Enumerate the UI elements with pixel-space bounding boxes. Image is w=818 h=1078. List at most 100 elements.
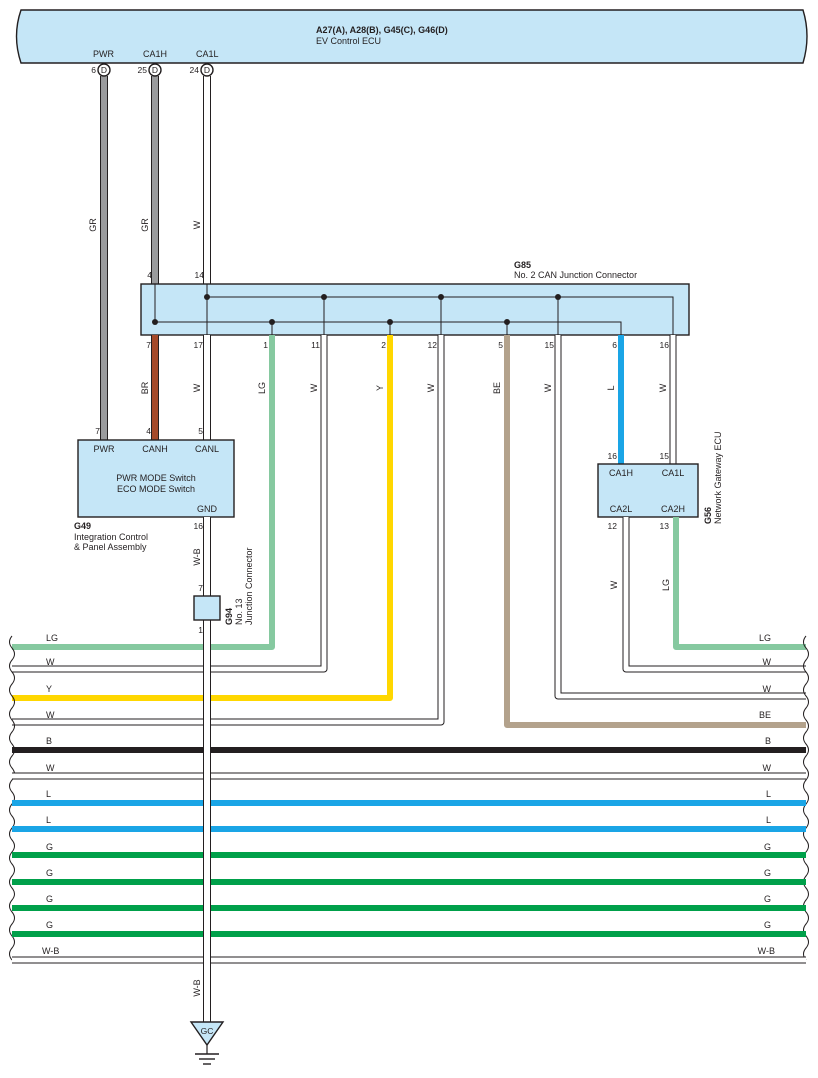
junction-g85: G85 No. 2 CAN Junction Connector 4 14: [140, 260, 690, 350]
harness-break-left: [9, 635, 15, 961]
pin-num-ca1l: 24: [190, 65, 200, 75]
bus-label-right: G: [764, 842, 771, 852]
g49-code: G49: [74, 521, 91, 531]
bus-label-left: Y: [46, 684, 52, 694]
g85-pin: 7: [146, 340, 151, 350]
wire-label-wb-bottom: W-B: [192, 979, 202, 996]
g56-terminal: CA2L: [610, 504, 633, 514]
g94-name-line1: No. 13: [234, 598, 244, 625]
ecu-ev-control-box: [15, 9, 808, 64]
bus-label-left: W-B: [42, 946, 59, 956]
g49-pin: 5: [198, 426, 203, 436]
pin-marker-ca1h: [148, 63, 162, 77]
g94-pin-bottom: 1: [198, 625, 203, 635]
bus-label-right: W: [763, 684, 772, 694]
bus-label-left: G: [46, 920, 53, 930]
bus-label-right: L: [766, 815, 771, 825]
ecu-terminal-pwr: PWR: [93, 49, 114, 59]
g49-name-line1: Integration Control: [74, 532, 148, 542]
ecu-ev-control-name: EV Control ECU: [316, 36, 381, 46]
wire-label: W: [309, 383, 319, 392]
wire-label-gr-1: GR: [88, 218, 98, 232]
g85-dot: [438, 294, 444, 300]
ecu-g49: 7 4 5 PWR CANH CANL PWR MODE Switch ECO …: [74, 426, 235, 552]
bus-label-right: W: [763, 763, 772, 773]
bus-label-right: B: [765, 736, 771, 746]
wire-label: W: [609, 580, 619, 589]
wire-label-w-1: W: [192, 220, 202, 229]
bus-label-right: LG: [759, 633, 771, 643]
wire-w-11: [12, 335, 327, 672]
wire-label: BE: [492, 382, 502, 394]
g56-pin: 15: [660, 451, 670, 461]
junction-g85-box: [140, 283, 690, 336]
bus-label-left: W: [46, 763, 55, 773]
ecu-terminal-ca1l: CA1L: [196, 49, 219, 59]
wires-mid-section: BR W LG W Y W BE W L W: [12, 335, 806, 728]
wire-label: L: [606, 385, 616, 390]
g85-pin: 6: [612, 340, 617, 350]
bus-label-left: LG: [46, 633, 58, 643]
g85-dot: [321, 294, 327, 300]
g85-pin: 16: [660, 340, 670, 350]
bus-label-right: W-B: [758, 946, 775, 956]
bus-label-right: BE: [759, 710, 771, 720]
wire-label: W: [426, 383, 436, 392]
g85-dot: [269, 319, 275, 325]
g85-pin: 12: [428, 340, 438, 350]
g85-dot: [204, 294, 210, 300]
pin-conn-ca1l: D: [204, 65, 210, 75]
bus-label-left: G: [46, 894, 53, 904]
g85-pin: 5: [498, 340, 503, 350]
wire-label: W: [192, 383, 202, 392]
wire-label: W: [658, 383, 668, 392]
junction-g94-box: [193, 595, 221, 621]
g56-name: Network Gateway ECU: [713, 431, 723, 524]
g94-name-line2: Junction Connector: [244, 547, 254, 625]
wire-be-5: [504, 335, 806, 728]
g49-name-line2: & Panel Assembly: [74, 542, 147, 552]
g49-terminal: CANH: [142, 444, 168, 454]
ecu-g49-box: [77, 439, 235, 518]
bus-label-right: G: [764, 920, 771, 930]
wire-w-12: [12, 335, 444, 725]
g85-junction-dots: [152, 294, 561, 325]
ecu-g56: 16 15 CA1H CA1L CA2L CA2H 12 13 G56 Netw…: [597, 431, 806, 673]
wire-label-gr-2: GR: [140, 218, 150, 232]
g49-pin: 7: [95, 426, 100, 436]
g49-terminal: PWR: [94, 444, 115, 454]
bus-label-left: W: [46, 657, 55, 667]
bus-label-left: L: [46, 815, 51, 825]
pin-num-pwr: 6: [91, 65, 96, 75]
bus-label-right: G: [764, 868, 771, 878]
ecu-terminal-ca1h: CA1H: [143, 49, 167, 59]
wire-label: Y: [375, 385, 385, 391]
wire-g56-lg: [673, 517, 806, 650]
ground-point-gc: [189, 1021, 225, 1047]
ground-code: GC: [201, 1026, 214, 1036]
g56-pin: 16: [608, 451, 618, 461]
g85-dot: [152, 319, 158, 325]
junction-g85-code: G85: [514, 260, 531, 270]
ecu-g56-box: [597, 463, 699, 518]
bus-harness: LG W Y W B W L L G G G G W-B LG W W BE B…: [9, 633, 809, 964]
pin-marker-pwr: [97, 63, 111, 77]
bus-label-left: B: [46, 736, 52, 746]
g85-dot: [387, 319, 393, 325]
wire-label: W: [543, 383, 553, 392]
pin-marker-ca1l: [200, 63, 214, 77]
g85-top-pin-4: 4: [147, 270, 152, 280]
g56-terminal: CA1L: [662, 468, 685, 478]
wire-label: BR: [140, 381, 150, 394]
g49-inner-line2: ECO MODE Switch: [117, 484, 195, 494]
ground-path: W-B W-B 7 1 G94 No. 13 Junction Connecto…: [189, 517, 254, 1065]
bus-label-left: G: [46, 868, 53, 878]
g85-pin: 2: [381, 340, 386, 350]
wire-y-2: [12, 335, 393, 701]
harness-break-right: [803, 635, 809, 961]
g85-pin: 15: [545, 340, 555, 350]
g85-top-pin-14: 14: [195, 270, 205, 280]
wires-top-section: D D D 6 25 24 GR GR W: [88, 63, 214, 440]
g56-pin: 12: [608, 521, 618, 531]
